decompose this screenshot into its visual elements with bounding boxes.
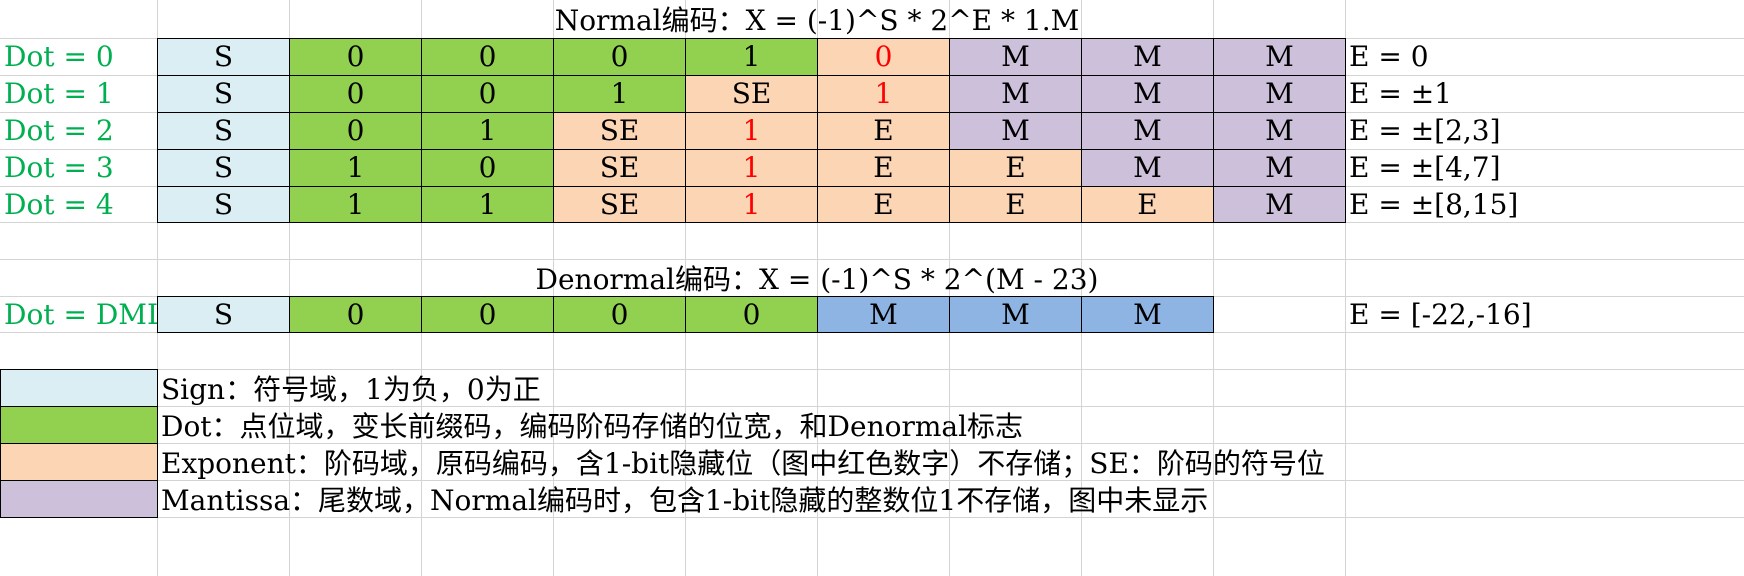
legend-swatch-sign — [0, 369, 158, 407]
bit-cell-exponent[interactable]: SE — [553, 112, 686, 150]
bit-cell-dot[interactable]: 0 — [289, 296, 422, 333]
gridline-vertical — [289, 0, 290, 576]
bit-cell-dot[interactable]: 0 — [553, 296, 686, 333]
gridline-horizontal — [0, 480, 1744, 481]
gridline-vertical — [553, 0, 554, 576]
gridline-vertical — [949, 0, 950, 576]
bit-cell-sign[interactable]: S — [157, 149, 290, 187]
exponent-range: E = ±[4,7] — [1349, 151, 1501, 184]
bit-cell-exponent[interactable]: E — [949, 186, 1082, 223]
bit-cell-exponent[interactable]: E — [949, 149, 1082, 187]
denormal-encoding-title: Denormal编码：X = (-1)^S * 2^(M - 23) — [535, 262, 1099, 296]
bit-cell-mantissa[interactable]: M — [1213, 149, 1346, 187]
bit-cell-exponent[interactable]: 1 — [817, 75, 950, 113]
exponent-range: E = ±1 — [1349, 77, 1452, 110]
gridline-vertical — [1345, 0, 1346, 576]
bit-cell-sign[interactable]: S — [157, 38, 290, 76]
bit-cell-dot[interactable]: 0 — [685, 296, 818, 333]
dot-row-label: Dot = DML — [4, 297, 166, 331]
bit-cell-exponent[interactable]: 1 — [685, 149, 818, 187]
gridline-vertical — [1081, 0, 1082, 576]
legend-text-sign: Sign：符号域，1为负，0为正 — [161, 372, 541, 406]
bit-cell-denormal_mantissa[interactable]: M — [949, 296, 1082, 333]
bit-cell-mantissa[interactable]: M — [1213, 75, 1346, 113]
exponent-range: E = ±[2,3] — [1349, 114, 1501, 147]
bit-cell-dot[interactable]: 0 — [289, 38, 422, 76]
normal-encoding-title: Normal编码：X = (-1)^S * 2^E * 1.M — [554, 4, 1080, 37]
gridline-vertical — [817, 0, 818, 576]
bit-cell-denormal_mantissa[interactable]: M — [817, 296, 950, 333]
gridline-vertical — [157, 0, 158, 576]
bit-cell-dot[interactable]: 1 — [421, 186, 554, 223]
bit-cell-mantissa[interactable]: M — [1213, 186, 1346, 223]
gridline-vertical — [421, 0, 422, 576]
bit-cell-dot[interactable]: 0 — [421, 75, 554, 113]
bit-cell-mantissa[interactable]: M — [1213, 112, 1346, 150]
exponent-range: E = [-22,-16] — [1349, 297, 1532, 331]
legend-swatch-mantissa — [0, 480, 158, 518]
dot-row-label: Dot = 4 — [4, 187, 114, 221]
bit-cell-dot[interactable]: 0 — [421, 38, 554, 76]
bit-cell-mantissa[interactable]: M — [1081, 38, 1214, 76]
bit-cell-exponent[interactable]: 1 — [685, 112, 818, 150]
legend-text-mantissa: Mantissa：尾数域，Normal编码时，包含1-bit隐藏的整数位1不存储… — [161, 483, 1209, 517]
bit-cell-dot[interactable]: 0 — [421, 296, 554, 333]
bit-cell-mantissa[interactable]: M — [949, 112, 1082, 150]
bit-cell-dot[interactable]: 1 — [685, 38, 818, 76]
legend-swatch-dot — [0, 406, 158, 444]
bit-cell-dot[interactable]: 1 — [289, 186, 422, 223]
bit-cell-denormal_mantissa[interactable]: M — [1081, 296, 1214, 333]
bit-cell-mantissa[interactable]: M — [1213, 38, 1346, 76]
bit-cell-sign[interactable]: S — [157, 296, 290, 333]
gridline-horizontal — [0, 443, 1744, 444]
dot-row-label: Dot = 3 — [4, 151, 114, 184]
bit-cell-exponent[interactable]: E — [817, 186, 950, 223]
bit-cell-exponent[interactable]: 1 — [685, 186, 818, 223]
gridline-horizontal — [0, 369, 1744, 370]
gridline-horizontal — [0, 517, 1744, 518]
exponent-range: E = ±[8,15] — [1349, 187, 1519, 221]
legend-text-exponent: Exponent：阶码域，原码编码，含1-bit隐藏位（图中红色数字）不存储；S… — [161, 446, 1325, 480]
bit-cell-mantissa[interactable]: M — [1081, 149, 1214, 187]
bit-cell-dot[interactable]: 1 — [553, 75, 686, 113]
legend-text-dot: Dot：点位域，变长前缀码，编码阶码存储的位宽，和Denormal标志 — [161, 409, 1024, 443]
bit-cell-sign[interactable]: S — [157, 112, 290, 150]
gridline-vertical — [1213, 0, 1214, 576]
bit-cell-exponent[interactable]: SE — [553, 186, 686, 223]
bit-cell-exponent[interactable]: SE — [553, 149, 686, 187]
gridline-vertical — [685, 0, 686, 576]
bit-cell-dot[interactable]: 0 — [421, 149, 554, 187]
bit-cell-sign[interactable]: S — [157, 75, 290, 113]
dot-row-label: Dot = 1 — [4, 77, 114, 110]
bit-cell-exponent[interactable]: E — [1081, 186, 1214, 223]
bit-cell-exponent[interactable]: 0 — [817, 38, 950, 76]
legend-swatch-exponent — [0, 443, 158, 481]
bit-cell-dot[interactable]: 1 — [289, 149, 422, 187]
bit-cell-dot[interactable]: 1 — [421, 112, 554, 150]
bit-cell-exponent[interactable]: E — [817, 149, 950, 187]
exponent-range: E = 0 — [1349, 40, 1429, 73]
dot-row-label: Dot = 2 — [4, 114, 114, 147]
dot-row-label: Dot = 0 — [4, 40, 114, 73]
bit-cell-mantissa[interactable]: M — [949, 38, 1082, 76]
bit-cell-dot[interactable]: 0 — [553, 38, 686, 76]
bit-cell-mantissa[interactable]: M — [1081, 112, 1214, 150]
bit-cell-exponent[interactable]: E — [817, 112, 950, 150]
bit-cell-dot[interactable]: 0 — [289, 112, 422, 150]
gridline-horizontal — [0, 259, 1744, 260]
bit-cell-exponent[interactable]: SE — [685, 75, 818, 113]
bit-cell-mantissa[interactable]: M — [1081, 75, 1214, 113]
bit-cell-dot[interactable]: 0 — [289, 75, 422, 113]
bit-cell-sign[interactable]: S — [157, 186, 290, 223]
bit-cell-mantissa[interactable]: M — [949, 75, 1082, 113]
gridline-horizontal — [0, 406, 1744, 407]
